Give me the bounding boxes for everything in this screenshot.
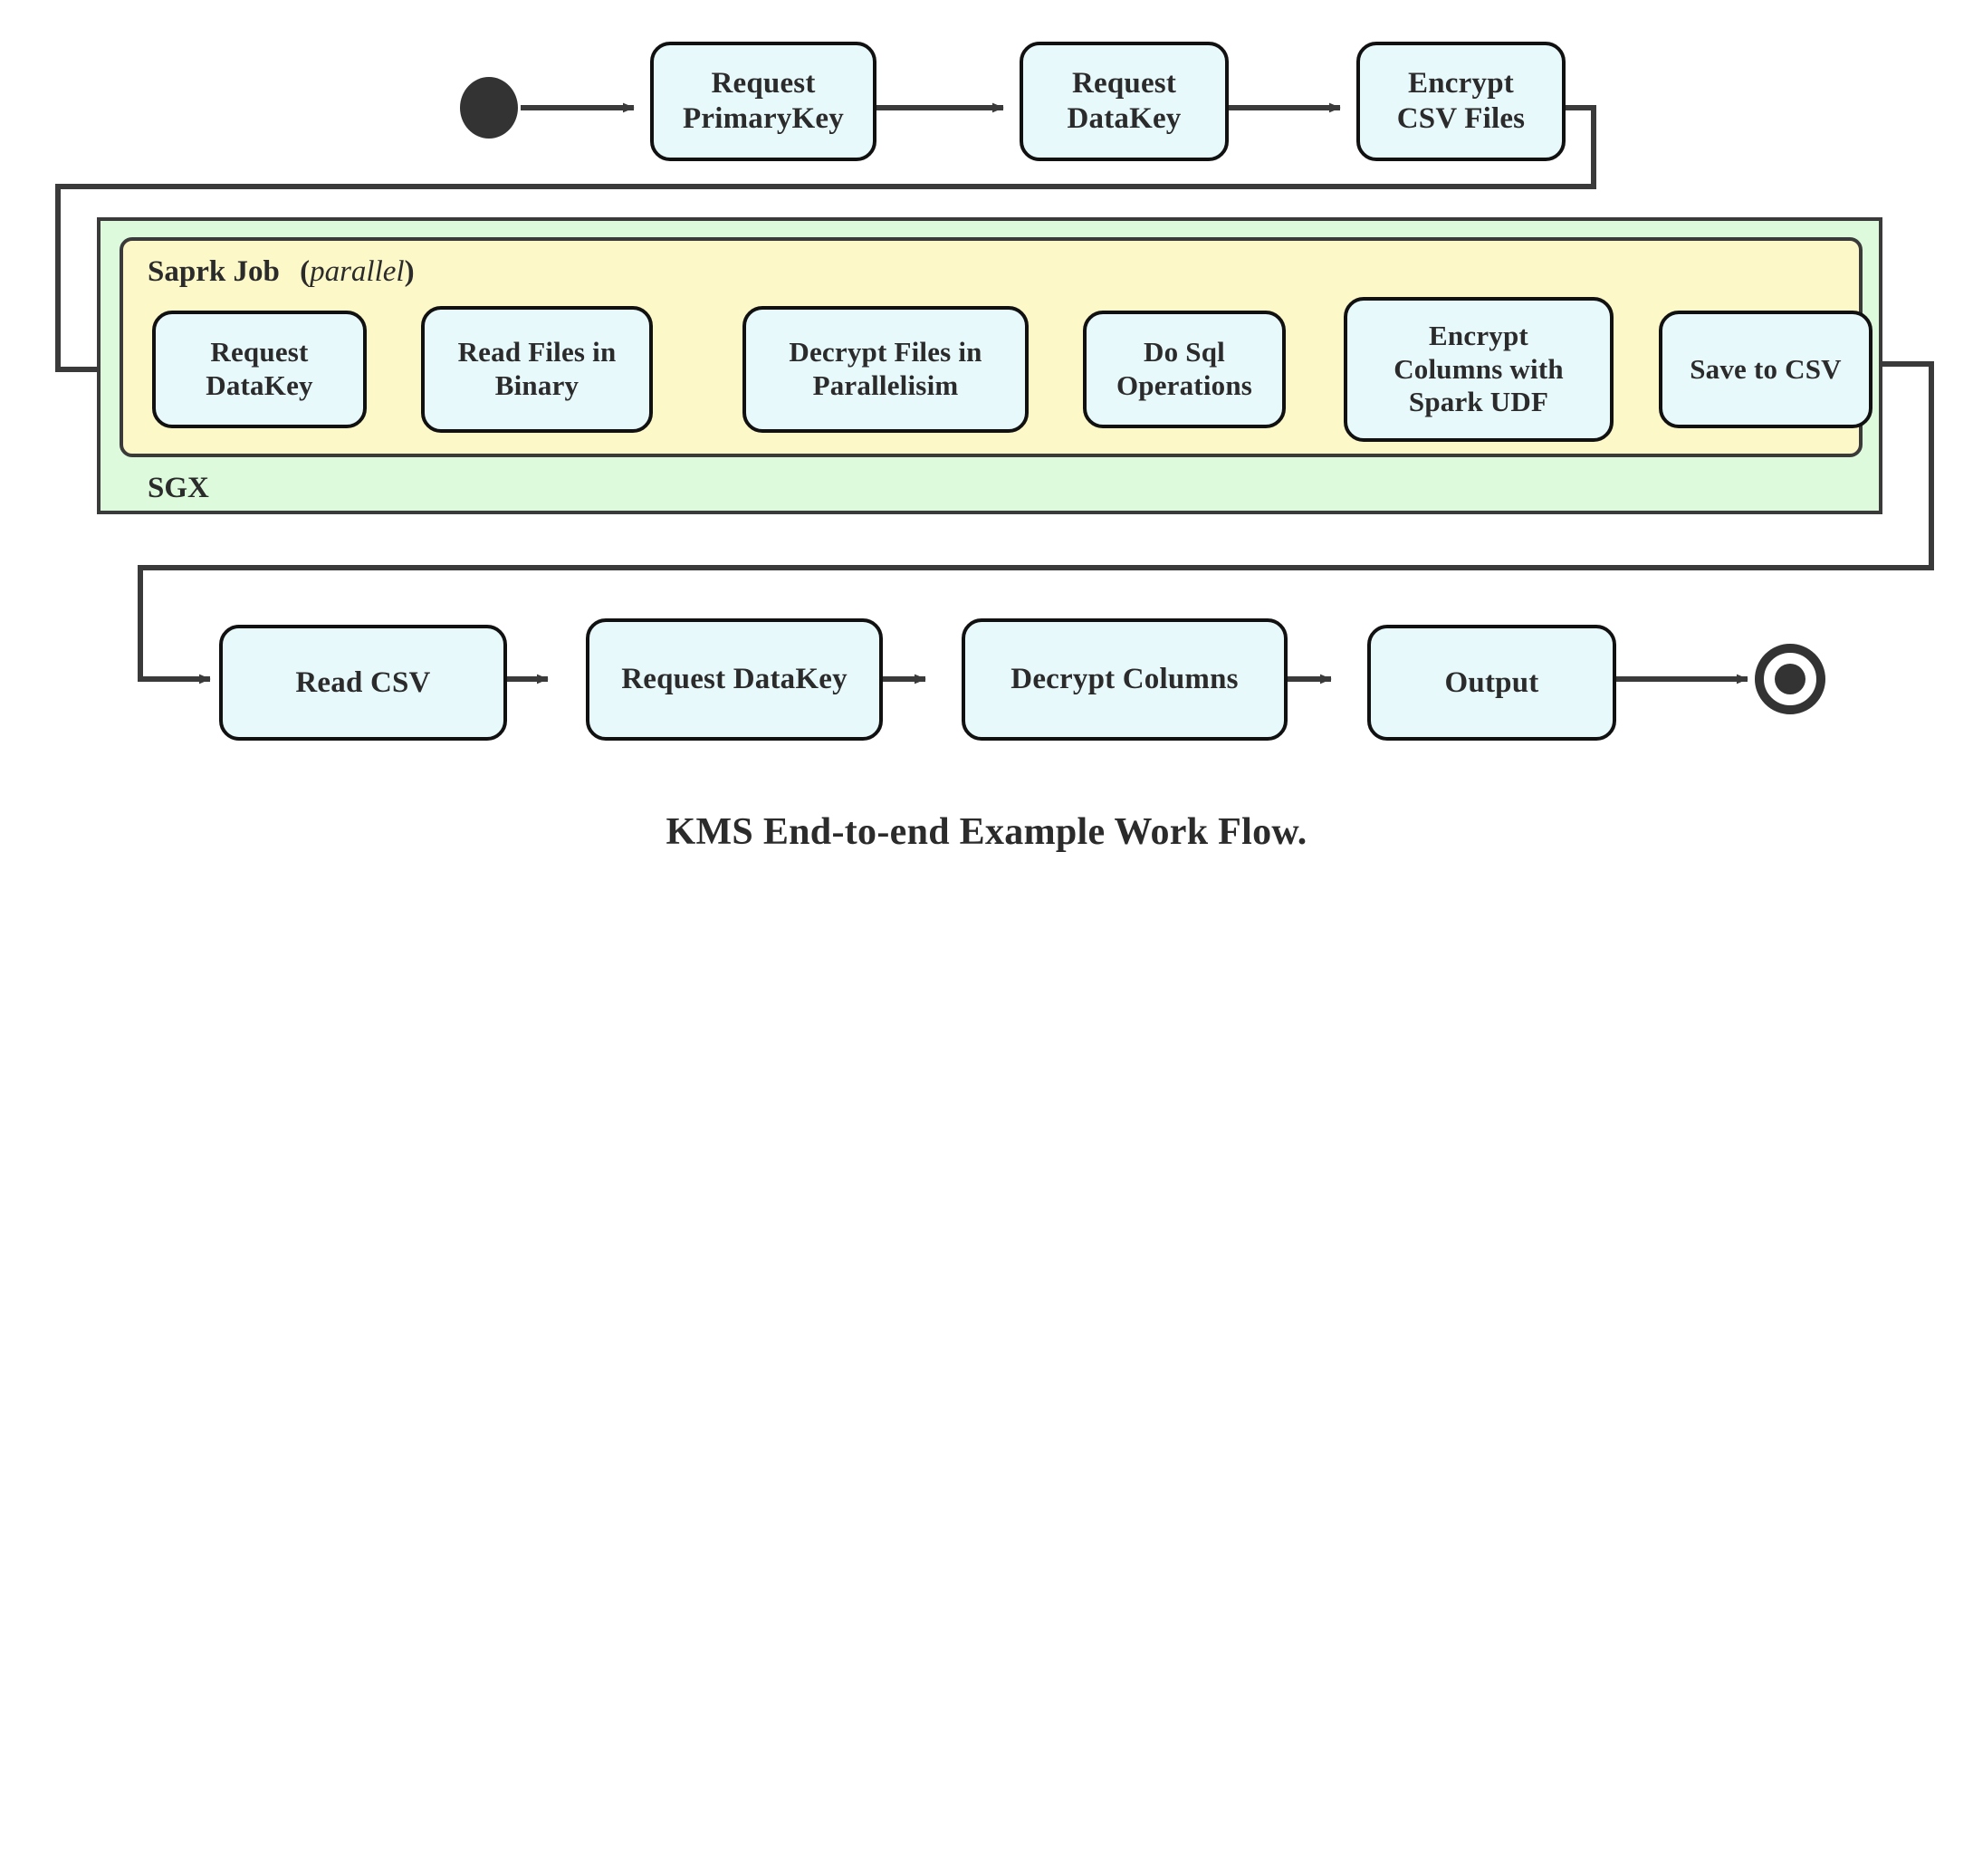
figure-caption: KMS End-to-end Example Work Flow.: [666, 811, 1307, 853]
node-line: CSV Files: [1396, 102, 1526, 135]
spark-job-qualifier-close: ): [404, 255, 415, 288]
node-line: PrimaryKey: [683, 102, 844, 135]
edge-encrypt-csv-to-spark-datakey: [55, 105, 1596, 375]
spark-job-qualifier: parallel: [310, 255, 405, 288]
node-encrypt-csv-files[interactable]: Encrypt CSV Files: [1356, 42, 1566, 161]
node-read-csv[interactable]: Read CSV: [219, 625, 507, 741]
spark-job-qualifier-open: (: [300, 255, 311, 288]
node-decrypt-files-parallel[interactable]: Decrypt Files in Parallelisim: [742, 306, 1029, 433]
node-line: Encrypt: [1408, 67, 1514, 100]
end-node: [1755, 644, 1825, 714]
node-line: Save to CSV: [1690, 352, 1842, 385]
node-line: Decrypt Files in: [789, 336, 982, 368]
node-output[interactable]: Output: [1367, 625, 1616, 741]
node-decrypt-columns[interactable]: Decrypt Columns: [962, 618, 1288, 741]
spark-job-label: Saprk Job (parallel): [148, 255, 415, 289]
node-line: Parallelisim: [812, 369, 959, 401]
node-do-sql-operations[interactable]: Do Sql Operations: [1083, 311, 1286, 428]
node-line: Binary: [494, 369, 579, 401]
node-line: Spark UDF: [1408, 386, 1549, 418]
node-line: DataKey: [206, 369, 313, 401]
node-line: Output: [1444, 665, 1539, 699]
node-line: DataKey: [1067, 102, 1182, 135]
node-request-primarykey[interactable]: Request PrimaryKey: [650, 42, 876, 161]
node-request-datakey-bottom[interactable]: Request DataKey: [586, 618, 883, 741]
node-encrypt-columns-udf[interactable]: Encrypt Columns with Spark UDF: [1344, 297, 1614, 442]
node-request-datakey-top[interactable]: Request DataKey: [1020, 42, 1229, 161]
node-line: Request: [1071, 67, 1177, 100]
edge-save-csv-to-read-csv: [138, 361, 1934, 684]
sgx-label: SGX: [148, 472, 209, 504]
node-line: Request: [711, 67, 816, 100]
spark-job-title: Saprk Job: [148, 255, 280, 288]
start-node: [460, 77, 518, 139]
node-line: Columns with: [1394, 352, 1564, 385]
node-line: Request: [210, 336, 309, 368]
node-read-files-binary[interactable]: Read Files in Binary: [421, 306, 653, 433]
node-line: Request DataKey: [621, 663, 848, 696]
node-line: Read Files in: [457, 336, 617, 368]
node-save-to-csv[interactable]: Save to CSV: [1659, 311, 1872, 428]
node-line: Decrypt Columns: [1010, 663, 1239, 696]
node-line: Encrypt: [1429, 320, 1528, 352]
node-line: Read CSV: [295, 665, 431, 699]
node-request-datakey-spark[interactable]: Request DataKey: [152, 311, 367, 428]
node-line: Do Sql: [1144, 336, 1225, 368]
node-line: Operations: [1116, 369, 1253, 401]
